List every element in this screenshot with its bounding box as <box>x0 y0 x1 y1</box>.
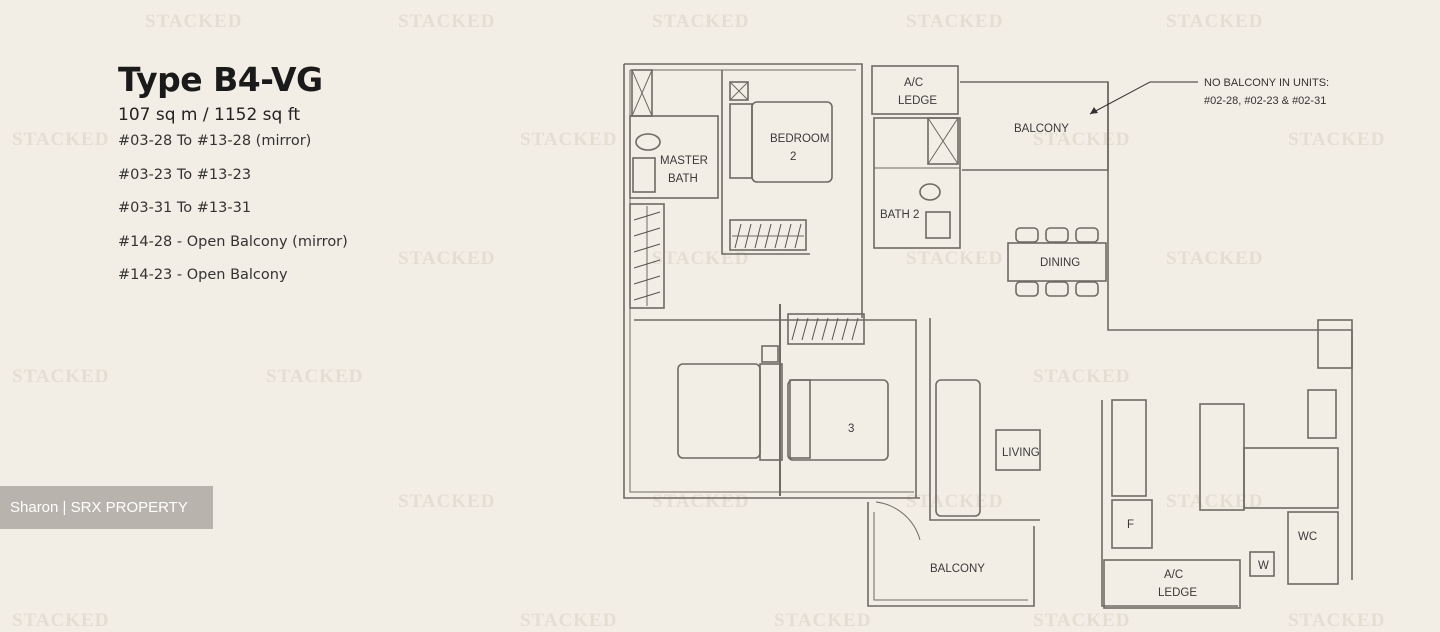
label-bath-2: BATH 2 <box>880 209 919 221</box>
label-balcony-top: BALCONY <box>1014 123 1069 135</box>
label-master-bath: BATH <box>668 173 698 185</box>
label-wc: WC <box>1298 531 1317 543</box>
no-balcony-note: #02-28, #02-23 & #02-31 <box>1204 95 1326 107</box>
label-bedroom-2: 2 <box>790 151 796 163</box>
unit-range: #03-28 To #13-28 (mirror) <box>118 133 312 149</box>
label-ac-ledge-bottom: LEDGE <box>1158 587 1197 599</box>
no-balcony-note: NO BALCONY IN UNITS: <box>1204 77 1329 89</box>
unit-range: #03-31 To #13-31 <box>118 200 252 216</box>
label-balcony-bottom: BALCONY <box>930 563 985 575</box>
unit-type-title: Type B4-VG <box>118 60 323 99</box>
unit-range: #14-23 - Open Balcony <box>118 267 288 283</box>
unit-range: #14-28 - Open Balcony (mirror) <box>118 233 348 250</box>
label-master-bath: MASTER <box>660 155 708 167</box>
unit-info: Type B4-VG 107 sq m / 1152 sq ft #03-28 … <box>118 60 348 301</box>
label-living: LIVING <box>1002 447 1040 459</box>
label-fridge: F <box>1127 519 1134 531</box>
label-dining: DINING <box>1040 257 1080 269</box>
agent-badge: Sharon | SRX PROPERTY <box>0 486 213 529</box>
unit-area: 107 sq m / 1152 sq ft <box>118 105 301 125</box>
label-bedroom-3: 3 <box>848 423 854 435</box>
label-bedroom-2: BEDROOM <box>770 133 829 145</box>
label-washer: W <box>1258 560 1269 572</box>
label-ac-ledge-top: A/C <box>904 77 923 89</box>
label-ac-ledge-bottom: A/C <box>1164 569 1183 581</box>
unit-range: #03-23 To #13-23 <box>118 166 252 183</box>
label-ac-ledge-top: LEDGE <box>898 95 937 107</box>
